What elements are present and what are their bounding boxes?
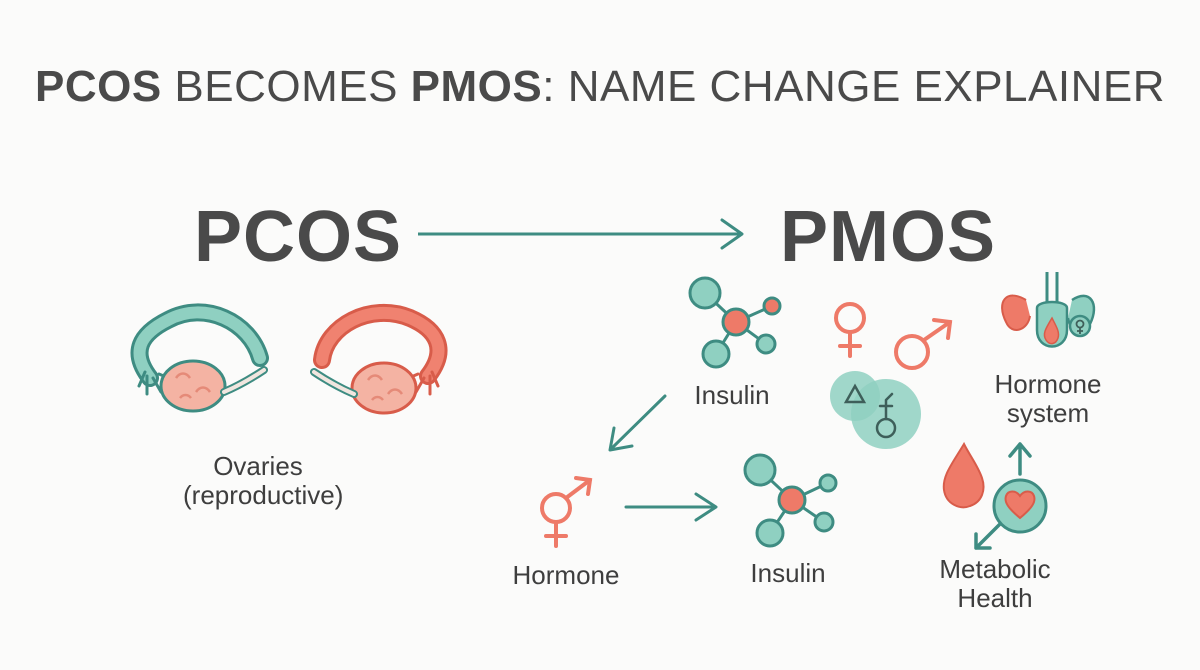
insulin-bottom-label: Insulin	[750, 558, 826, 588]
title-old-name: PCOS	[34, 62, 162, 111]
hormone-system-label-line2: system	[1006, 398, 1090, 428]
insulin-top-label: Insulin	[694, 380, 770, 410]
molecule-top-icon	[688, 276, 782, 369]
title-suffix: : NAME CHANGE EXPLAINER	[542, 62, 1166, 111]
hormone-system-label: Hormone system	[978, 370, 1118, 428]
arrow-insulin-to-hormone-icon	[608, 394, 667, 452]
male-symbol-icon	[894, 318, 953, 370]
metabolic-health-label: Metabolic Health	[920, 555, 1070, 613]
ovaries-label-line2: (reproductive)	[183, 480, 344, 510]
new-name-heading: PMOS	[780, 197, 997, 277]
drop-icon	[942, 441, 985, 509]
page-title: PCOS BECOMES PMOS: NAME CHANGE EXPLAINER	[0, 62, 1200, 112]
metabolic-health-label-line1: Metabolic	[939, 554, 1051, 584]
ovaries-label-line1: Ovaries	[213, 451, 303, 481]
female-symbol-icon	[834, 302, 866, 358]
heart-circle-icon	[974, 442, 1048, 550]
hormone-system-label-line1: Hormone	[994, 369, 1102, 399]
gender-symbol-icon	[540, 476, 593, 548]
arrow-hormone-to-insulin-icon	[624, 492, 718, 522]
ovary-left-icon	[130, 303, 269, 413]
metabolic-health-label-line2: Health	[957, 583, 1033, 613]
hormone-label: Hormone	[512, 560, 620, 590]
ovaries-label: Ovaries (reproductive)	[183, 451, 344, 510]
hormone-change-icon	[830, 371, 921, 449]
gland-icon	[1001, 272, 1096, 348]
main-arrow-icon	[418, 218, 744, 250]
old-name-heading: PCOS	[194, 197, 403, 277]
title-middle: BECOMES	[161, 62, 411, 111]
molecule-bottom-icon	[743, 453, 838, 548]
ovary-right-icon	[310, 304, 448, 415]
title-new-name: PMOS	[410, 62, 543, 111]
